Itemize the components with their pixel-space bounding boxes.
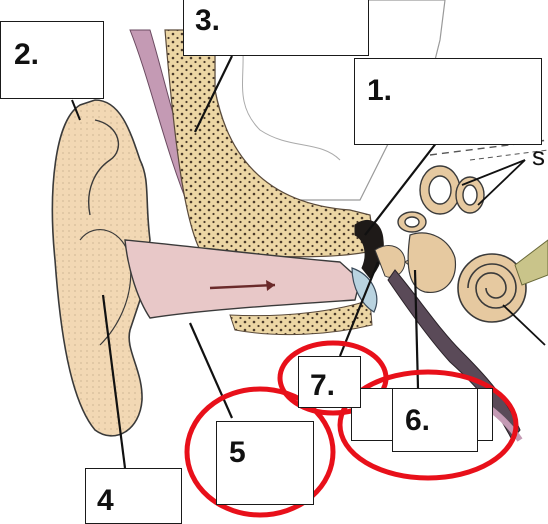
label-box-7[interactable]: [298, 356, 361, 408]
pointer-line-7: [338, 261, 380, 357]
label-box-1[interactable]: [354, 58, 542, 145]
canal-pointer-2: [477, 159, 526, 206]
dashed-guide-2: [469, 149, 548, 161]
canal-pointer-1: [461, 159, 526, 186]
lower-bone: [229, 299, 373, 336]
label-box-4[interactable]: [85, 468, 182, 524]
semicircular-canals: [397, 165, 485, 233]
pointer-line-3: [194, 55, 233, 133]
outer-ear-pinna: [51, 99, 151, 437]
label-1: 1.: [367, 74, 393, 107]
label-box-5[interactable]: [216, 421, 314, 505]
pointer-line-2: [71, 99, 81, 121]
vestibule: [407, 232, 456, 293]
ear-canal: [124, 239, 361, 319]
label-box-6-inner: [392, 388, 478, 452]
eardrum: [351, 267, 378, 313]
red-highlight-circles: [184, 340, 519, 518]
pointer-line-1: [364, 141, 438, 236]
incus: [374, 245, 406, 278]
helix-fold: [88, 119, 120, 216]
label-box-3[interactable]: [183, 0, 369, 56]
label-7: 7.: [310, 369, 336, 402]
pointer-line-5: [188, 322, 234, 419]
cochlea: [457, 253, 527, 323]
partial-letter-s: s: [532, 141, 545, 171]
pointer-line-4: [101, 294, 127, 469]
label-box-2[interactable]: [0, 21, 104, 99]
pointer-line-6: [413, 269, 420, 389]
label-5: 5: [229, 436, 246, 469]
auditory-nerve: [514, 239, 548, 286]
canal-arrow: [209, 283, 276, 290]
brain-fold: [239, 29, 341, 161]
label-3: 3.: [195, 4, 221, 37]
label-6: 6.: [405, 404, 431, 437]
temporal-bone: [164, 29, 376, 258]
label-2: 2.: [14, 38, 40, 71]
canal-arrowhead: [266, 280, 275, 291]
label-4: 4: [97, 484, 114, 517]
nerve-pointer-line: [502, 304, 546, 346]
